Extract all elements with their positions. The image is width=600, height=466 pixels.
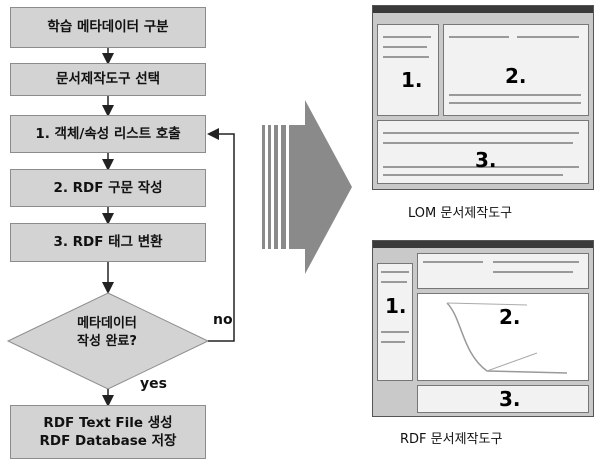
lom-tree-panel — [377, 24, 439, 116]
final-line-2: RDF Database 저장 — [39, 433, 177, 449]
step-4-text: 2. RDF 구문 작성 — [53, 179, 163, 196]
step-box-call-list: 1. 객체/속성 리스트 호출 — [10, 115, 206, 153]
decision-line-1: 메타데이터 — [77, 316, 137, 331]
step-box-classify: 학습 메타데이터 구분 — [10, 7, 206, 48]
step-box-final: RDF Text File 생성 RDF Database 저장 — [10, 405, 206, 459]
arrow-no-loop — [207, 128, 235, 342]
lom-tool-screenshot: 1. 2. 3. — [372, 5, 594, 190]
no-label: no — [213, 312, 233, 328]
rdf-titlebar — [373, 241, 593, 248]
decision-line-2: 작성 완료? — [77, 333, 137, 349]
lom-region-1-label: 1. — [401, 68, 423, 92]
rdf-graph-panel — [417, 293, 589, 381]
step-box-convert-tags: 3. RDF 태그 변환 — [10, 223, 206, 262]
yes-label: yes — [140, 376, 167, 392]
step-3-text: 1. 객체/속성 리스트 호출 — [35, 125, 181, 142]
decision-text: 메타데이터 작성 완료? — [62, 315, 152, 350]
lom-titlebar — [373, 6, 593, 13]
lom-form-panel — [443, 24, 589, 116]
rdf-tool-screenshot: 1. 2. 3. — [372, 240, 594, 417]
lom-region-3-label: 3. — [475, 148, 497, 172]
rdf-region-1-label: 1. — [385, 294, 407, 318]
step-5-text: 3. RDF 태그 변환 — [53, 234, 163, 251]
step-box-select-tool: 문서제작도구 선택 — [10, 63, 206, 96]
lom-caption: LOM 문서제작도구 — [408, 206, 513, 221]
rdf-region-3-label: 3. — [499, 387, 521, 411]
step-1-text: 학습 메타데이터 구분 — [47, 19, 169, 36]
final-line-1: RDF Text File 생성 — [43, 414, 173, 431]
step-2-text: 문서제작도구 선택 — [55, 71, 161, 88]
rdf-output-panel — [417, 385, 589, 413]
rdf-caption: RDF 문서제작도구 — [400, 432, 503, 447]
lom-output-panel — [377, 120, 589, 184]
rdf-region-2-label: 2. — [499, 305, 521, 329]
rdf-graph-lines — [446, 302, 568, 374]
transition-arrow — [262, 100, 352, 274]
step-box-write-rdf: 2. RDF 구문 작성 — [10, 169, 206, 207]
lom-region-2-label: 2. — [505, 64, 527, 88]
